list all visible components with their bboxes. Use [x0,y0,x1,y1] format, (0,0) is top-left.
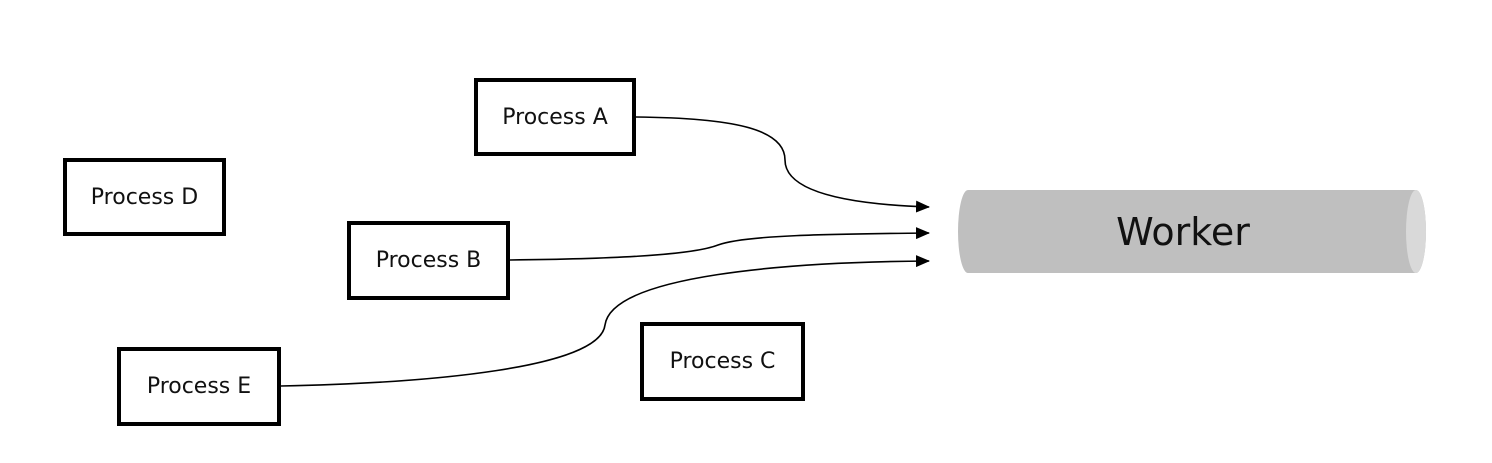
edge-process-b-to-worker [509,227,930,261]
worker-label: Worker [1116,209,1250,254]
process-d-node: Process D [63,158,226,236]
worker-end-cap [1406,190,1426,273]
process-a-node: Process A [474,78,636,156]
edge-process-a-to-worker [635,116,930,213]
edge-process-e-to-worker [280,255,930,387]
worker-cylinder [958,190,1426,273]
process-e-node: Process E [117,347,281,426]
process-b-node: Process B [347,221,510,300]
worker-body [958,190,1426,273]
process-c-node: Process C [640,322,805,401]
